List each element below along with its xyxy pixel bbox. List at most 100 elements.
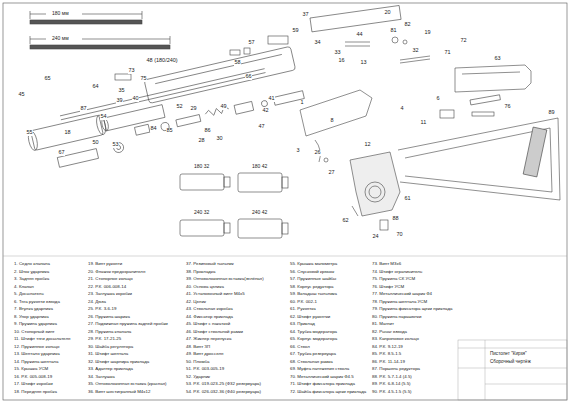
callout-number: 48 (180/240) <box>146 58 178 64</box>
callout-number: 58 <box>234 60 241 66</box>
callout-number: 88 <box>392 216 399 222</box>
callout-number: 27 <box>328 170 335 176</box>
parts-list-item: 47. Жиклер перепуска <box>186 337 231 341</box>
callout-number: 81 <box>390 28 397 34</box>
callout-number: 20 <box>384 10 391 16</box>
callout-number: 54 <box>100 114 107 120</box>
callout-number: 67 <box>58 150 65 156</box>
parts-list-item: 77. Металлический шарик Ф4 <box>372 292 432 296</box>
parts-list-item: 76. Штифт УСМ <box>372 285 404 289</box>
parts-list-item: 87. Поршень редуктора <box>372 367 420 371</box>
parts-list-item: 33. Адаптер приклада <box>88 367 133 371</box>
parts-list-item: 14. Пружина шептала <box>14 360 58 364</box>
dimension-text: 180 42 <box>252 164 267 169</box>
title-block-text: Пистолет "Кирзя" <box>490 352 527 357</box>
dimension-text: 180 мм <box>52 11 69 16</box>
parts-list-item: 37. Резиновый тыльник <box>186 262 234 266</box>
parts-list-item: 9. Пружина ударника <box>14 322 57 326</box>
parts-list-item: 27. Подвижная пружина задней пробки <box>88 322 168 326</box>
callout-number: 35 <box>118 88 125 94</box>
parts-list-item: 19. Винт рукояти <box>88 262 122 266</box>
callout-number: 63 <box>494 56 501 62</box>
callout-number: 4 <box>400 106 404 112</box>
parts-list-item: 42. Целик <box>186 300 206 304</box>
dimension-text: 240 32 <box>194 210 209 215</box>
callout-number: 65 <box>44 76 51 82</box>
callout-number: 57 <box>248 40 255 46</box>
parts-list-item: 24. Дюза <box>88 300 106 304</box>
parts-list-item: 80. Пружина парашютки <box>372 315 421 319</box>
parts-list-item: 78. Пружина шептала УСМ <box>372 300 427 304</box>
parts-list-item: 75. Пружина СК УСМ <box>372 277 415 281</box>
callout-number: 41 <box>268 96 275 102</box>
parts-list-item: 63. Приклад <box>290 322 315 326</box>
callout-number: 66 <box>245 74 252 80</box>
callout-number: 18 <box>64 130 71 136</box>
parts-list-item: 49. Винт дросселя <box>186 352 223 356</box>
callout-number: 34 <box>314 40 321 46</box>
callout-number: 29 <box>190 106 197 112</box>
parts-list-item: 40. Основа целика <box>186 285 224 289</box>
sheet-border <box>3 3 567 400</box>
parts-list-item: 15. Крышка УСМ <box>14 367 48 371</box>
callout-number: 40 <box>132 96 139 102</box>
parts-list-item: 73. Винт М3х6 <box>372 262 401 266</box>
callout-number: 42 <box>262 108 269 114</box>
callout-number: 85 <box>166 128 173 134</box>
parts-list-item: 10. Стопорный винт <box>14 330 55 334</box>
callout-number: 6 <box>436 96 440 102</box>
callout-number: 82 <box>404 22 411 28</box>
callout-number: 61 <box>404 196 411 202</box>
parts-list-item: 72. Шайба фиксатора щеки приклада <box>290 390 366 394</box>
callout-number: 75 <box>140 76 147 82</box>
callout-number: 89 <box>548 110 555 116</box>
parts-list-item: 55. Крышка манометра <box>290 262 337 266</box>
callout-number: 55 <box>26 130 33 136</box>
callout-number: 11 <box>420 120 427 126</box>
callout-number: 70 <box>396 232 403 238</box>
dimension-text: 180 32 <box>194 164 209 169</box>
callout-number: 44 <box>356 32 363 38</box>
parts-list-item: 1. Седло клапана <box>14 262 50 266</box>
parts-list-item: 23. Заглушка коробки <box>88 292 132 296</box>
callout-number: 50 <box>92 140 99 146</box>
parts-list-item: 3. Задняя пробка <box>14 277 49 281</box>
parts-list-item: 70. Металлический шарик Ф4.5 <box>290 375 354 379</box>
parts-list-item: 61. Рукоятка <box>290 307 316 311</box>
parts-list-item: 48. Винт ЗП <box>186 345 210 349</box>
parts-list-item: 86. Р.К. 11-14-19 <box>372 360 405 364</box>
parts-list-item: 39. Оптоволоконная вставка(зелёная) <box>186 277 264 281</box>
parts-list-item: 25. Р.К. 3-6-19 <box>88 307 116 311</box>
parts-list-item: 54. Р.К. 026-032-36 (Ф40 резервуара) <box>186 390 261 394</box>
parts-list-item: 32. Штифт шарнира приклада <box>88 360 149 364</box>
reservoir-variants <box>180 173 288 238</box>
parts-list-item: 41. Установочный винт М4х5 <box>186 292 245 296</box>
parts-list-item: 18. Передняя пробка <box>14 390 57 394</box>
parts-list-item: 8. Упор ударника <box>14 315 49 319</box>
callout-number: 16 <box>338 58 345 64</box>
dimension-text: 240 42 <box>252 210 267 215</box>
callout-number: 32 <box>412 48 419 54</box>
callout-number: 45 <box>18 92 25 98</box>
parts-list-item: 59. Вкладыш тыльника <box>290 292 337 296</box>
title-block-text: Сборочный чертёж <box>490 360 531 365</box>
dimension-text: 240 мм <box>52 36 69 41</box>
parts-list-item: 84. Р.К. 9-12-19 <box>372 345 403 349</box>
parts-list-item: 13. Шептало ударника <box>14 352 60 356</box>
callout-number: 30 <box>216 136 223 142</box>
parts-list-item: 65. Корпус модератора <box>290 337 337 341</box>
parts-list-item: 6. Тяга рукояти взвода <box>14 300 60 304</box>
callout-number: 72 <box>460 38 467 44</box>
parts-list-item: 12. Пружинное кольцо <box>14 345 60 349</box>
parts-list-item: 68. Ствольная рамка <box>290 360 333 364</box>
parts-list-item: 51. Р.К. 003-005-19 <box>186 367 224 371</box>
parts-list-item: 66. Ствол <box>290 345 310 349</box>
parts-list-item: 64. Трубка модератора <box>290 330 337 334</box>
parts-list-item: 44. Фиксатор приклада <box>186 315 233 319</box>
callout-number: 1 <box>300 100 304 106</box>
callout-number: 73 <box>128 68 135 74</box>
parts-list-item: 36. Винт шестигранный М4х12 <box>88 390 150 394</box>
parts-list-item: 71. Штифт фиксатора приклада <box>290 382 355 386</box>
callout-number: 71 <box>444 50 451 56</box>
